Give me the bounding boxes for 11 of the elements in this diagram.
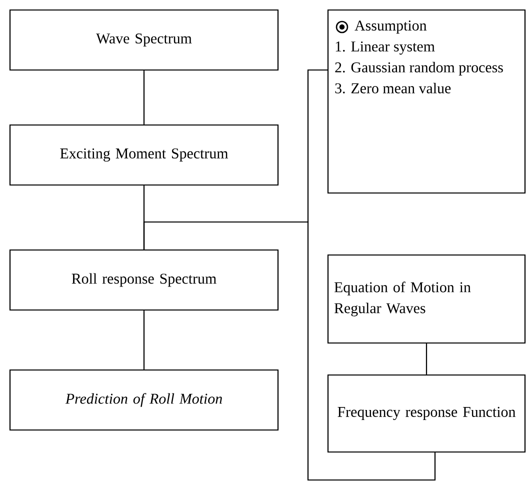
connector-line: [143, 221, 436, 481]
process-box: Exciting Moment Spectrum: [9, 124, 279, 186]
process-box: Frequency response Function: [327, 374, 526, 453]
connector-line: [143, 70, 145, 124]
connector-line: [143, 310, 145, 370]
connector-line: [426, 344, 428, 374]
process-box: Roll response Spectrum: [9, 249, 279, 311]
assumption-box: Assumption 1. Linear system 2. Gaussian random process 3. Zero mean value: [327, 9, 526, 194]
process-box: Equation of Motion in Regular Waves: [327, 254, 526, 344]
process-box: Wave Spectrum: [9, 9, 279, 71]
process-box: Prediction of Roll Motion: [9, 369, 279, 431]
